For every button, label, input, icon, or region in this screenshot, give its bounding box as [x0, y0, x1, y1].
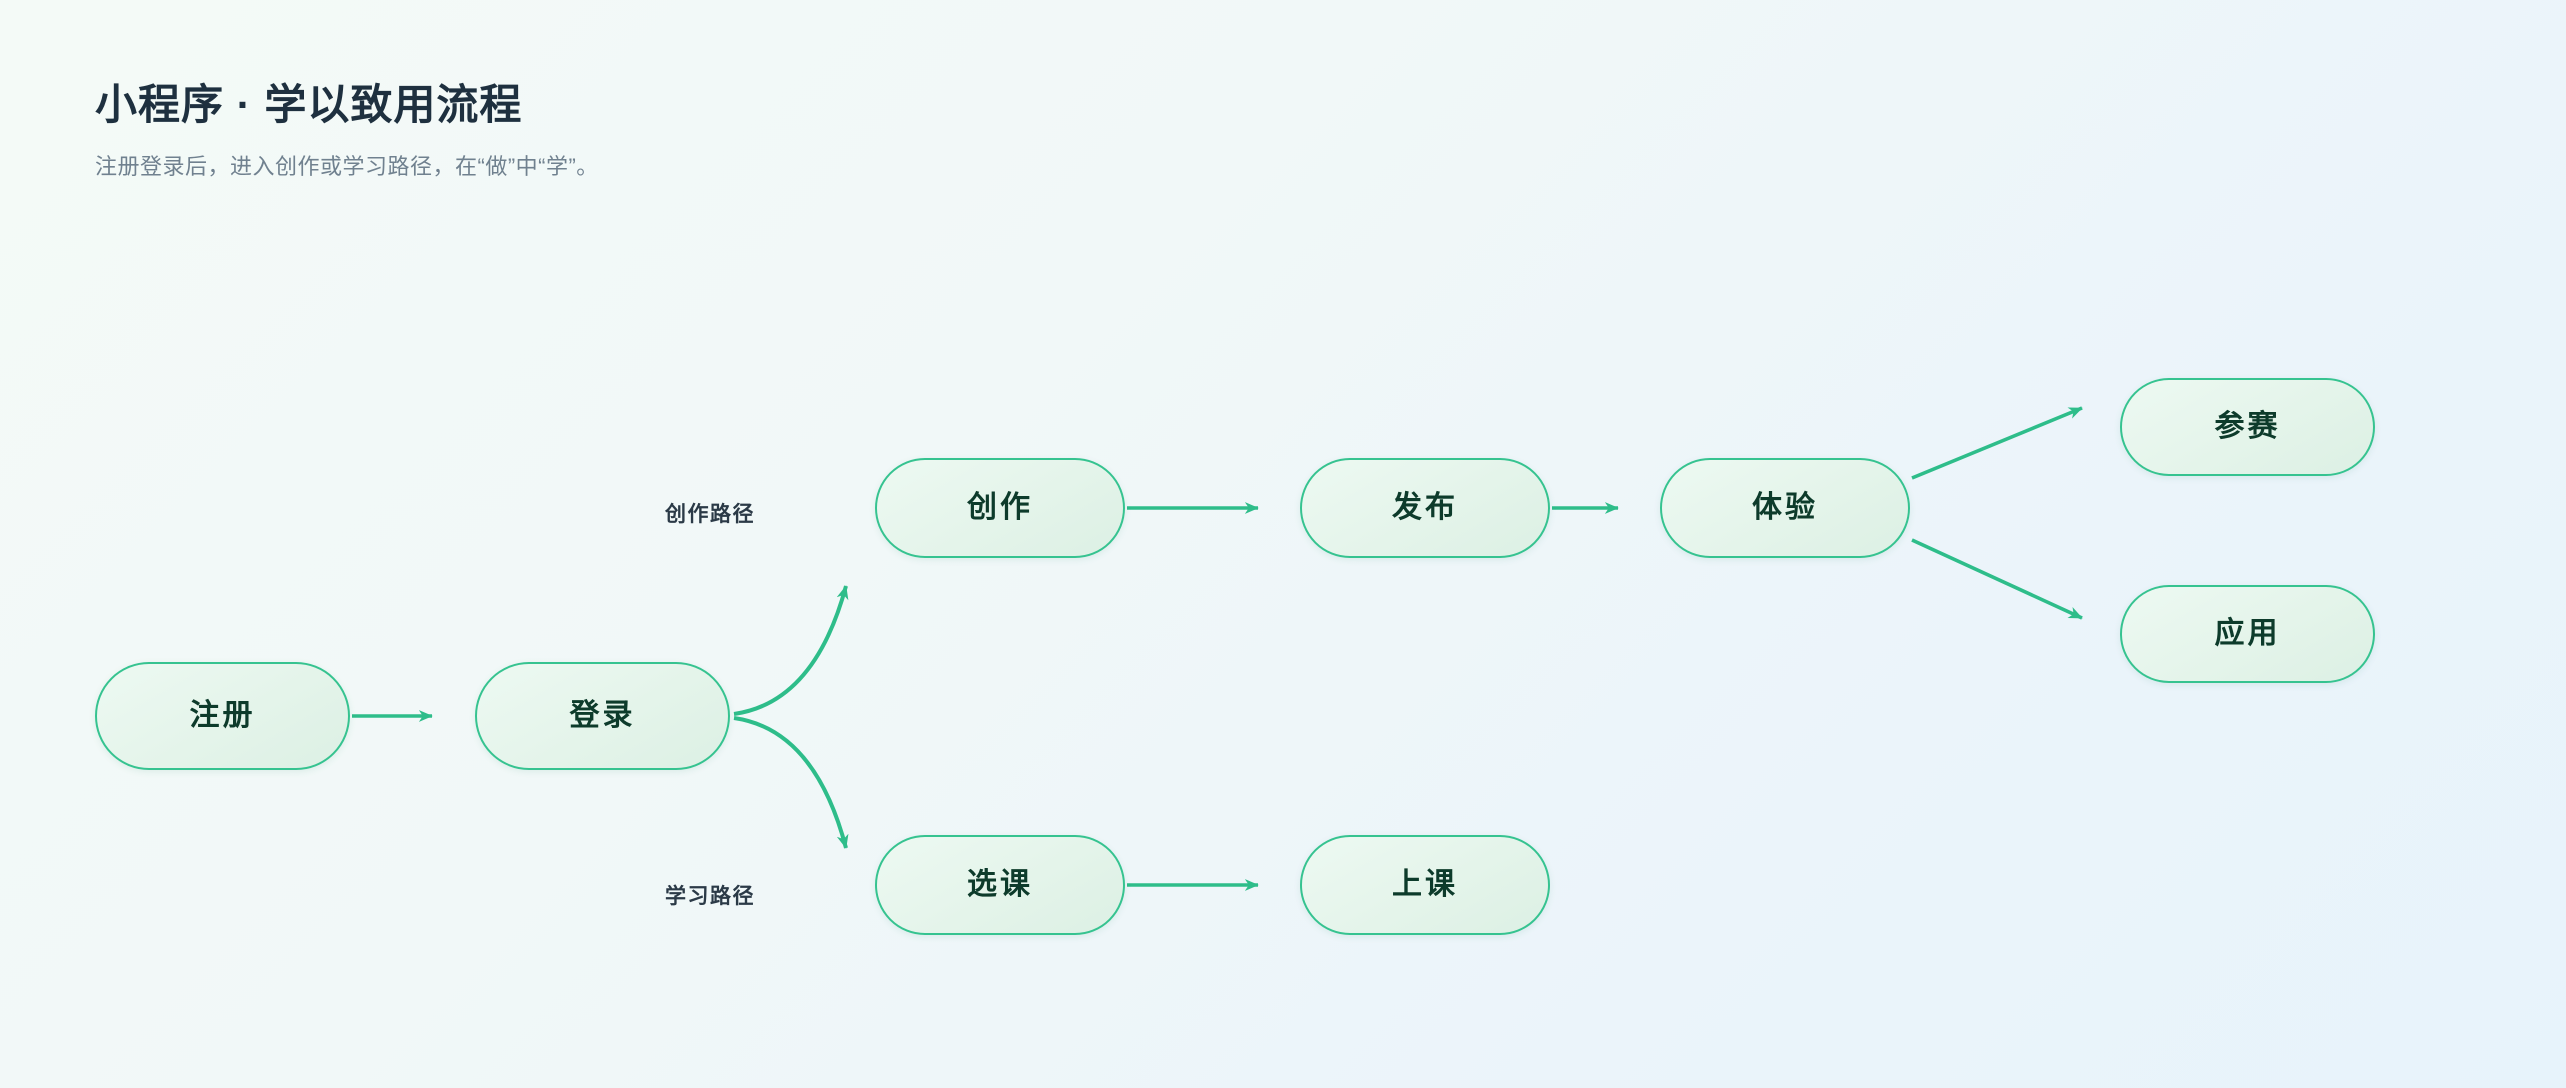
node-label: 注册: [189, 699, 256, 732]
node-publish[interactable]: 发布: [1300, 458, 1550, 558]
node-label: 参赛: [2214, 410, 2281, 443]
node-label: 创作: [967, 491, 1033, 524]
node-experience[interactable]: 体验: [1660, 458, 1910, 558]
page-title: 小程序 · 学以致用流程: [95, 81, 523, 128]
node-label: 选课: [967, 868, 1033, 901]
page-subtitle: 注册登录后，进入创作或学习路径，在“做”中“学”。: [95, 154, 599, 180]
node-compete[interactable]: 参赛: [2120, 378, 2375, 476]
node-label: 上课: [1392, 868, 1458, 901]
header: 小程序 · 学以致用流程 注册登录后，进入创作或学习路径，在“做”中“学”。: [95, 80, 599, 183]
node-create[interactable]: 创作: [875, 458, 1125, 558]
node-label: 体验: [1752, 491, 1818, 524]
node-attend[interactable]: 上课: [1300, 835, 1550, 935]
edge-experience-to-compete: [1911, 406, 2083, 480]
edge-experience-to-apply: [1911, 538, 2083, 620]
edge-label-creation-path: 创作路径: [665, 503, 755, 526]
node-register[interactable]: 注册: [95, 662, 350, 770]
edge-login-to-create: [733, 585, 849, 716]
edge-label-learning-path: 学习路径: [665, 885, 755, 908]
node-label: 应用: [2214, 617, 2281, 650]
node-login[interactable]: 登录: [475, 662, 730, 770]
edge-login-to-pickcourse: [733, 716, 849, 849]
node-apply[interactable]: 应用: [2120, 585, 2375, 683]
node-label: 登录: [569, 699, 636, 732]
node-pickcourse[interactable]: 选课: [875, 835, 1125, 935]
node-label: 发布: [1392, 491, 1458, 524]
